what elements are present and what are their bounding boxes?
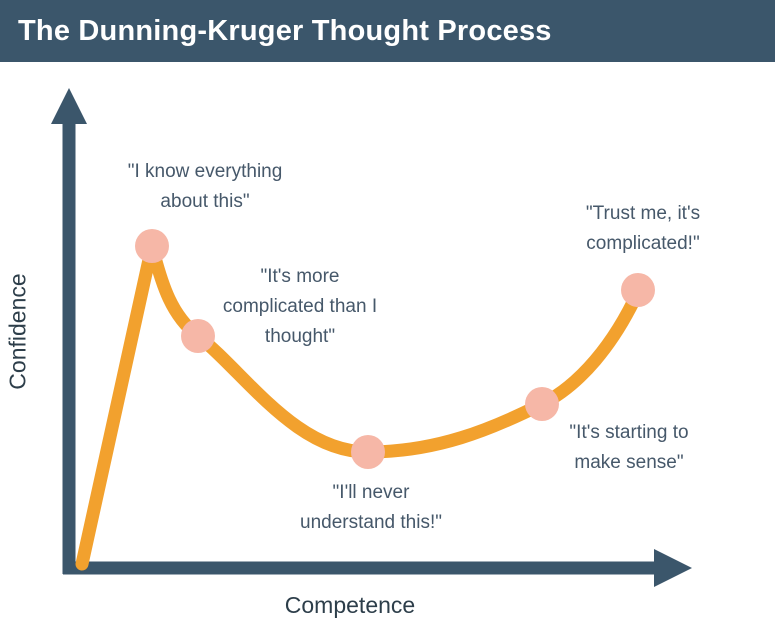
title-bar: The Dunning-Kruger Thought Process: [0, 0, 775, 62]
y-axis-label: Confidence: [4, 273, 31, 390]
curve-point-valley: [351, 435, 385, 469]
x-axis-arrowhead: [654, 549, 692, 587]
chart-title: The Dunning-Kruger Thought Process: [18, 14, 552, 47]
curve-point-plateau: [621, 273, 655, 307]
x-axis-label: Competence: [284, 592, 416, 618]
curve-point-peak: [135, 229, 169, 263]
curve-point-rise: [525, 387, 559, 421]
curve-point-descent: [181, 319, 215, 353]
y-axis-arrowhead: [51, 88, 87, 124]
curve-points: [135, 229, 655, 469]
